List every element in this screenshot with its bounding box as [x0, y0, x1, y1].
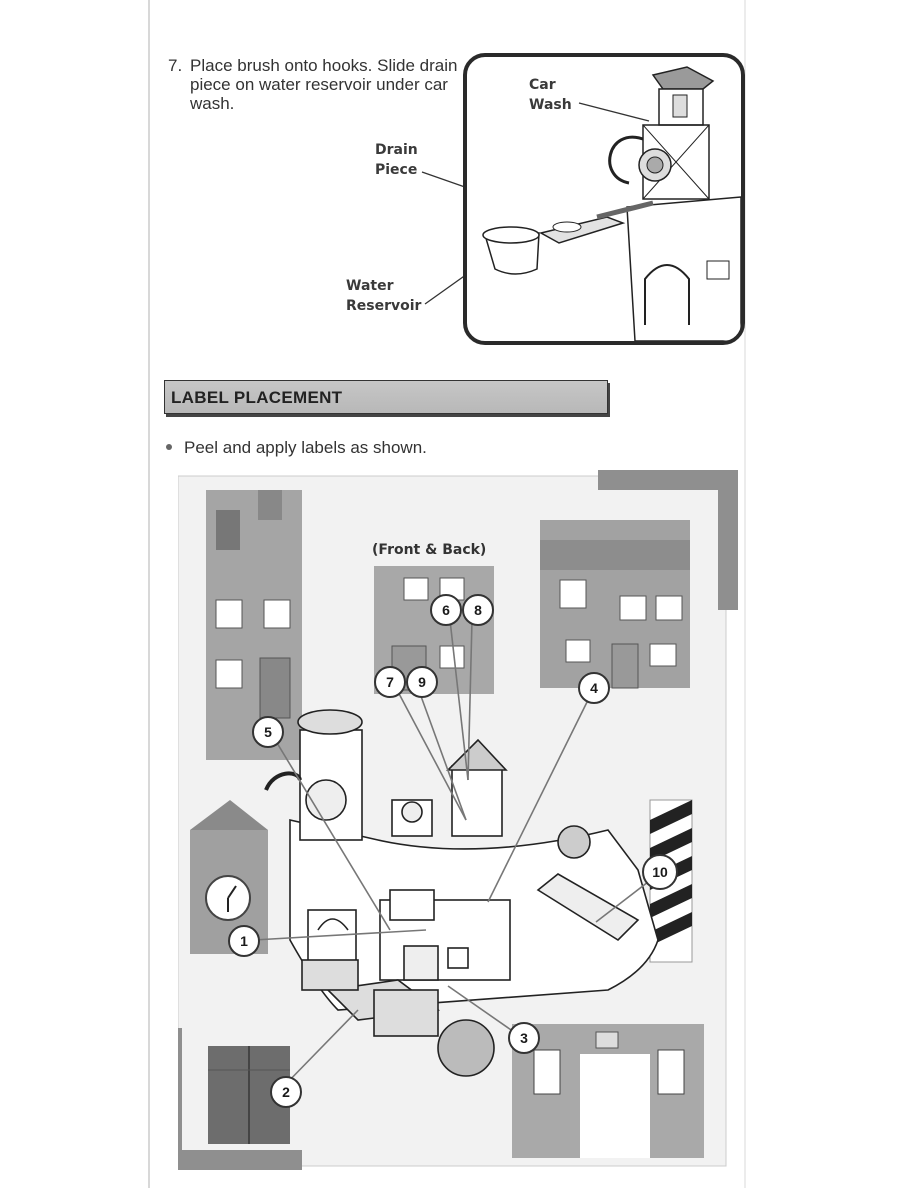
left-house-photo — [206, 490, 302, 760]
front-back-caption: (Front & Back) — [372, 542, 487, 558]
diagram-svg — [162, 470, 738, 1170]
playset-drawing — [264, 709, 659, 1077]
car-wash-illustration — [482, 66, 741, 341]
callout-leader-lines — [421, 171, 549, 305]
water-reservoir-callout: Water Reservoir — [346, 278, 422, 314]
corner-frame-top-right — [598, 470, 738, 610]
instruction-bullet: Peel and apply labels as shown. — [166, 438, 427, 458]
page-edge-right — [744, 0, 746, 1188]
car-wash-callout: Car Wash — [529, 77, 572, 113]
right-house-photo — [540, 520, 690, 689]
label-9: 9 — [406, 666, 438, 698]
car-wash-inset: Car Wash — [463, 53, 745, 345]
section-header: LABEL PLACEMENT — [164, 380, 608, 414]
label-placement-diagram: (Front & Back) 1 2 3 4 5 6 7 8 9 10 — [162, 470, 738, 1190]
page-edge-left — [148, 0, 150, 1188]
label-2: 2 — [270, 1076, 302, 1108]
step-number: 7. — [168, 56, 183, 75]
label-1: 1 — [228, 925, 260, 957]
label-7: 7 — [374, 666, 406, 698]
instruction-text: Peel and apply labels as shown. — [184, 438, 427, 457]
bullet-dot — [166, 443, 172, 450]
label-3: 3 — [508, 1022, 540, 1054]
label-6: 6 — [430, 594, 462, 626]
drain-piece-callout: Drain Piece — [375, 142, 418, 178]
label-leader-lines — [253, 619, 649, 1089]
arch-building-photo — [512, 1024, 704, 1158]
step-text: Place brush onto hooks. Slide drain piec… — [190, 56, 458, 113]
label-4: 4 — [578, 672, 610, 704]
section-title: LABEL PLACEMENT — [171, 388, 343, 407]
label-10: 10 — [642, 854, 678, 890]
label-8: 8 — [462, 594, 494, 626]
label-5: 5 — [252, 716, 284, 748]
